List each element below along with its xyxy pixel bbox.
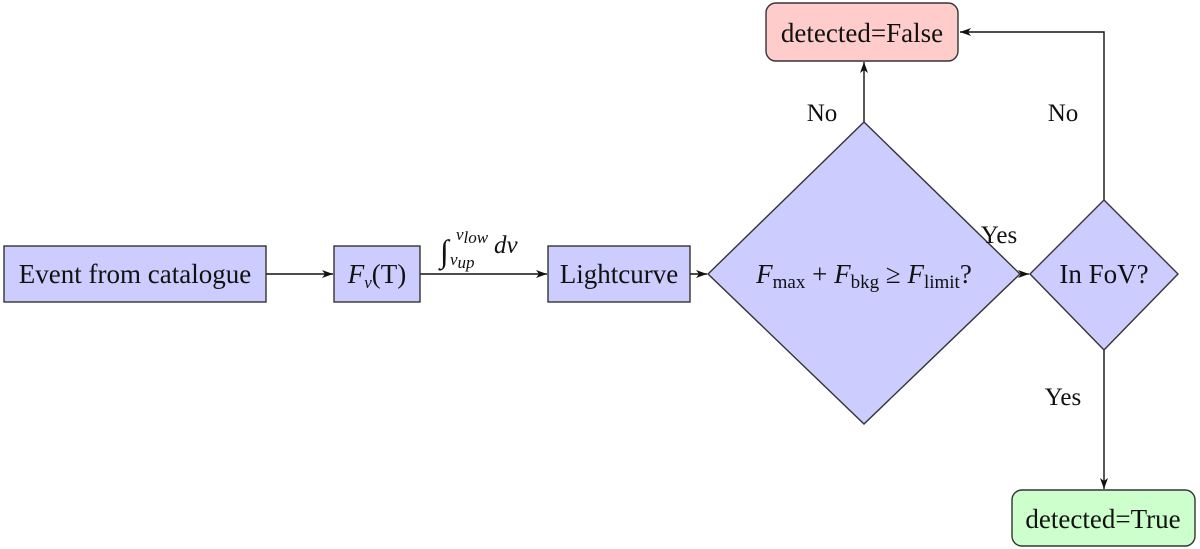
label-fov-no: No — [1048, 100, 1079, 127]
node-flux: Fν(T) — [333, 245, 421, 303]
flux-label: Fν(T) — [347, 259, 407, 292]
edge-fov-to-false — [960, 28, 1105, 200]
detected-false-box — [765, 2, 959, 62]
detected-false-label: detected=False — [781, 18, 943, 48]
label-threshold-no: No — [807, 100, 838, 127]
lightcurve-box — [547, 245, 691, 303]
edges — [266, 28, 1108, 489]
flux-box — [333, 245, 421, 303]
detected-true-label: detected=True — [1025, 504, 1180, 534]
fov-diamond — [1029, 199, 1179, 352]
integral-label: ∫ — [438, 233, 451, 271]
detected-true-box — [1011, 489, 1196, 547]
integral-differential: dν — [494, 232, 519, 259]
node-detected-false: detected=False — [765, 2, 959, 62]
label-threshold-yes: Yes — [981, 222, 1017, 249]
integral-lower-limit: νup — [450, 250, 475, 272]
node-fov: In FoV? — [1029, 199, 1179, 352]
event-box — [3, 245, 267, 303]
fov-label: In FoV? — [1059, 259, 1148, 289]
label-fov-yes: Yes — [1045, 384, 1081, 411]
node-detected-true: detected=True — [1011, 489, 1196, 547]
edge-labels: ∫ νlow νup dν No Yes No Yes — [438, 100, 1081, 411]
integral-upper-limit: νlow — [456, 225, 489, 247]
threshold-label: Fmax + Fbkg ≥ Flimit? — [755, 259, 972, 293]
threshold-diamond — [706, 121, 1022, 425]
node-lightcurve: Lightcurve — [547, 245, 691, 303]
node-event: Event from catalogue — [3, 245, 267, 303]
node-threshold: Fmax + Fbkg ≥ Flimit? — [706, 121, 1022, 425]
lightcurve-label: Lightcurve — [560, 259, 678, 289]
event-label: Event from catalogue — [19, 259, 251, 289]
